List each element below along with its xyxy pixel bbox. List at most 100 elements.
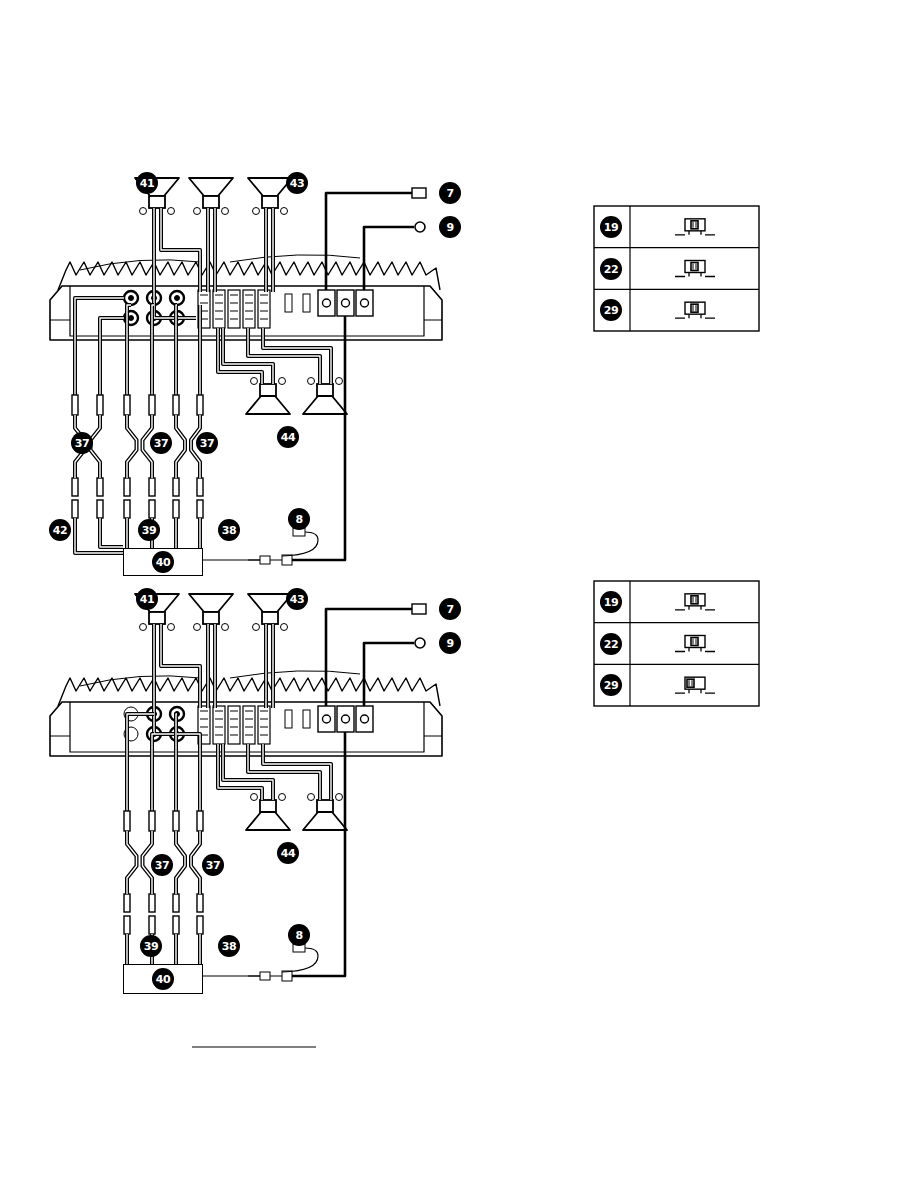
rca-plug: [197, 478, 203, 496]
drawing-part: [251, 378, 258, 385]
cable-core: [75, 518, 100, 540]
drawing-part: [336, 378, 343, 385]
cable: [208, 624, 215, 708]
wire: [675, 318, 715, 319]
callout-number: 37: [71, 432, 93, 454]
cable-core: [127, 714, 154, 811]
rca-pin: [129, 316, 134, 321]
drawing-part: [281, 624, 288, 631]
wire: [260, 727, 268, 728]
callout-text: 39: [142, 524, 156, 537]
drawing-part: [361, 715, 369, 723]
drawing-part: [149, 196, 165, 208]
callout-text: 43: [290, 177, 304, 190]
wire: [693, 305, 696, 311]
drawing-part: [317, 384, 333, 396]
wire: [594, 664, 759, 665]
switch-symbol: [675, 219, 715, 235]
cable-core: [199, 305, 200, 395]
callout-number: 41: [136, 172, 158, 194]
rca-plug: [149, 916, 155, 934]
wire: [594, 247, 759, 248]
connector-plug: [260, 556, 270, 564]
callout-number: 37: [151, 854, 173, 876]
drawing-part: [203, 612, 219, 624]
callout-text: 41: [140, 177, 154, 190]
wire: [230, 319, 238, 320]
cable-core: [191, 831, 200, 894]
speaker-symbol: [246, 794, 290, 831]
speaker-terminal: [228, 706, 240, 744]
callout-text: 40: [152, 968, 174, 990]
wire: [245, 719, 253, 720]
drawing-part: [168, 624, 175, 631]
callout-number: 29: [600, 674, 622, 696]
drawing-part: [342, 715, 350, 723]
wire: [200, 303, 208, 304]
wire: [246, 396, 290, 414]
rca-plug: [124, 916, 130, 934]
wire: [260, 711, 268, 712]
callout-text: 37: [154, 437, 168, 450]
drawing-part: [308, 378, 315, 385]
ring-terminal: [415, 638, 425, 648]
cable: [75, 518, 100, 540]
drawing-part: [691, 221, 698, 229]
cable: [248, 328, 331, 384]
drawing-part: [194, 208, 201, 215]
wire: [260, 295, 268, 296]
drawing-part: [691, 263, 698, 271]
rca-plug: [124, 500, 130, 518]
wire: [203, 559, 260, 560]
wire: [292, 316, 345, 560]
callout-number: 7: [439, 598, 461, 620]
rca-plug: [149, 811, 155, 831]
wire: [230, 727, 238, 728]
callout-number: 39: [140, 935, 162, 957]
cable-core: [208, 624, 215, 708]
drawing-part: [691, 596, 698, 604]
callout-number: 44: [277, 426, 299, 448]
callout-text: 38: [222, 524, 236, 537]
callout-text: 29: [604, 304, 618, 317]
callout-number: 43: [286, 588, 308, 610]
callout-number: 22: [600, 258, 622, 280]
power-terminal: [337, 290, 354, 316]
callout-text: 43: [290, 593, 304, 606]
drawing-part: [222, 624, 229, 631]
rca-plug: [173, 500, 179, 518]
callout-number: 37: [150, 432, 172, 454]
wire: [189, 594, 233, 612]
wire: [364, 643, 414, 706]
device-box: 40: [123, 964, 203, 994]
cable: [198, 305, 202, 395]
cable-core: [248, 744, 331, 800]
speaker-symbol: [246, 378, 290, 415]
wire: [292, 732, 345, 976]
cable-core: [127, 415, 137, 478]
rca-plug: [173, 478, 179, 496]
rca-plug: [197, 500, 203, 518]
wire: [192, 1046, 316, 1047]
callout-number: 38: [218, 935, 240, 957]
drawing-part: [308, 794, 315, 801]
drawing-part: [279, 794, 286, 801]
fuse: [285, 294, 292, 312]
callout-text: 44: [281, 847, 295, 860]
connector-plug: [260, 972, 270, 980]
wire: [200, 719, 208, 720]
wire: [629, 206, 630, 331]
callout-number: 42: [49, 519, 71, 541]
wire: [675, 276, 715, 277]
rca-plug: [173, 395, 179, 415]
switch-symbol: [675, 261, 715, 277]
wire: [215, 719, 223, 720]
switch-table: [594, 206, 759, 331]
drawing-part: [262, 612, 278, 624]
drawing-part: [251, 794, 258, 801]
callout-text: 41: [140, 593, 154, 606]
rca-jack: [124, 291, 138, 305]
callout-number: 8: [288, 508, 310, 530]
callout-text: 7: [446, 603, 453, 616]
callout-text: 39: [144, 940, 158, 953]
